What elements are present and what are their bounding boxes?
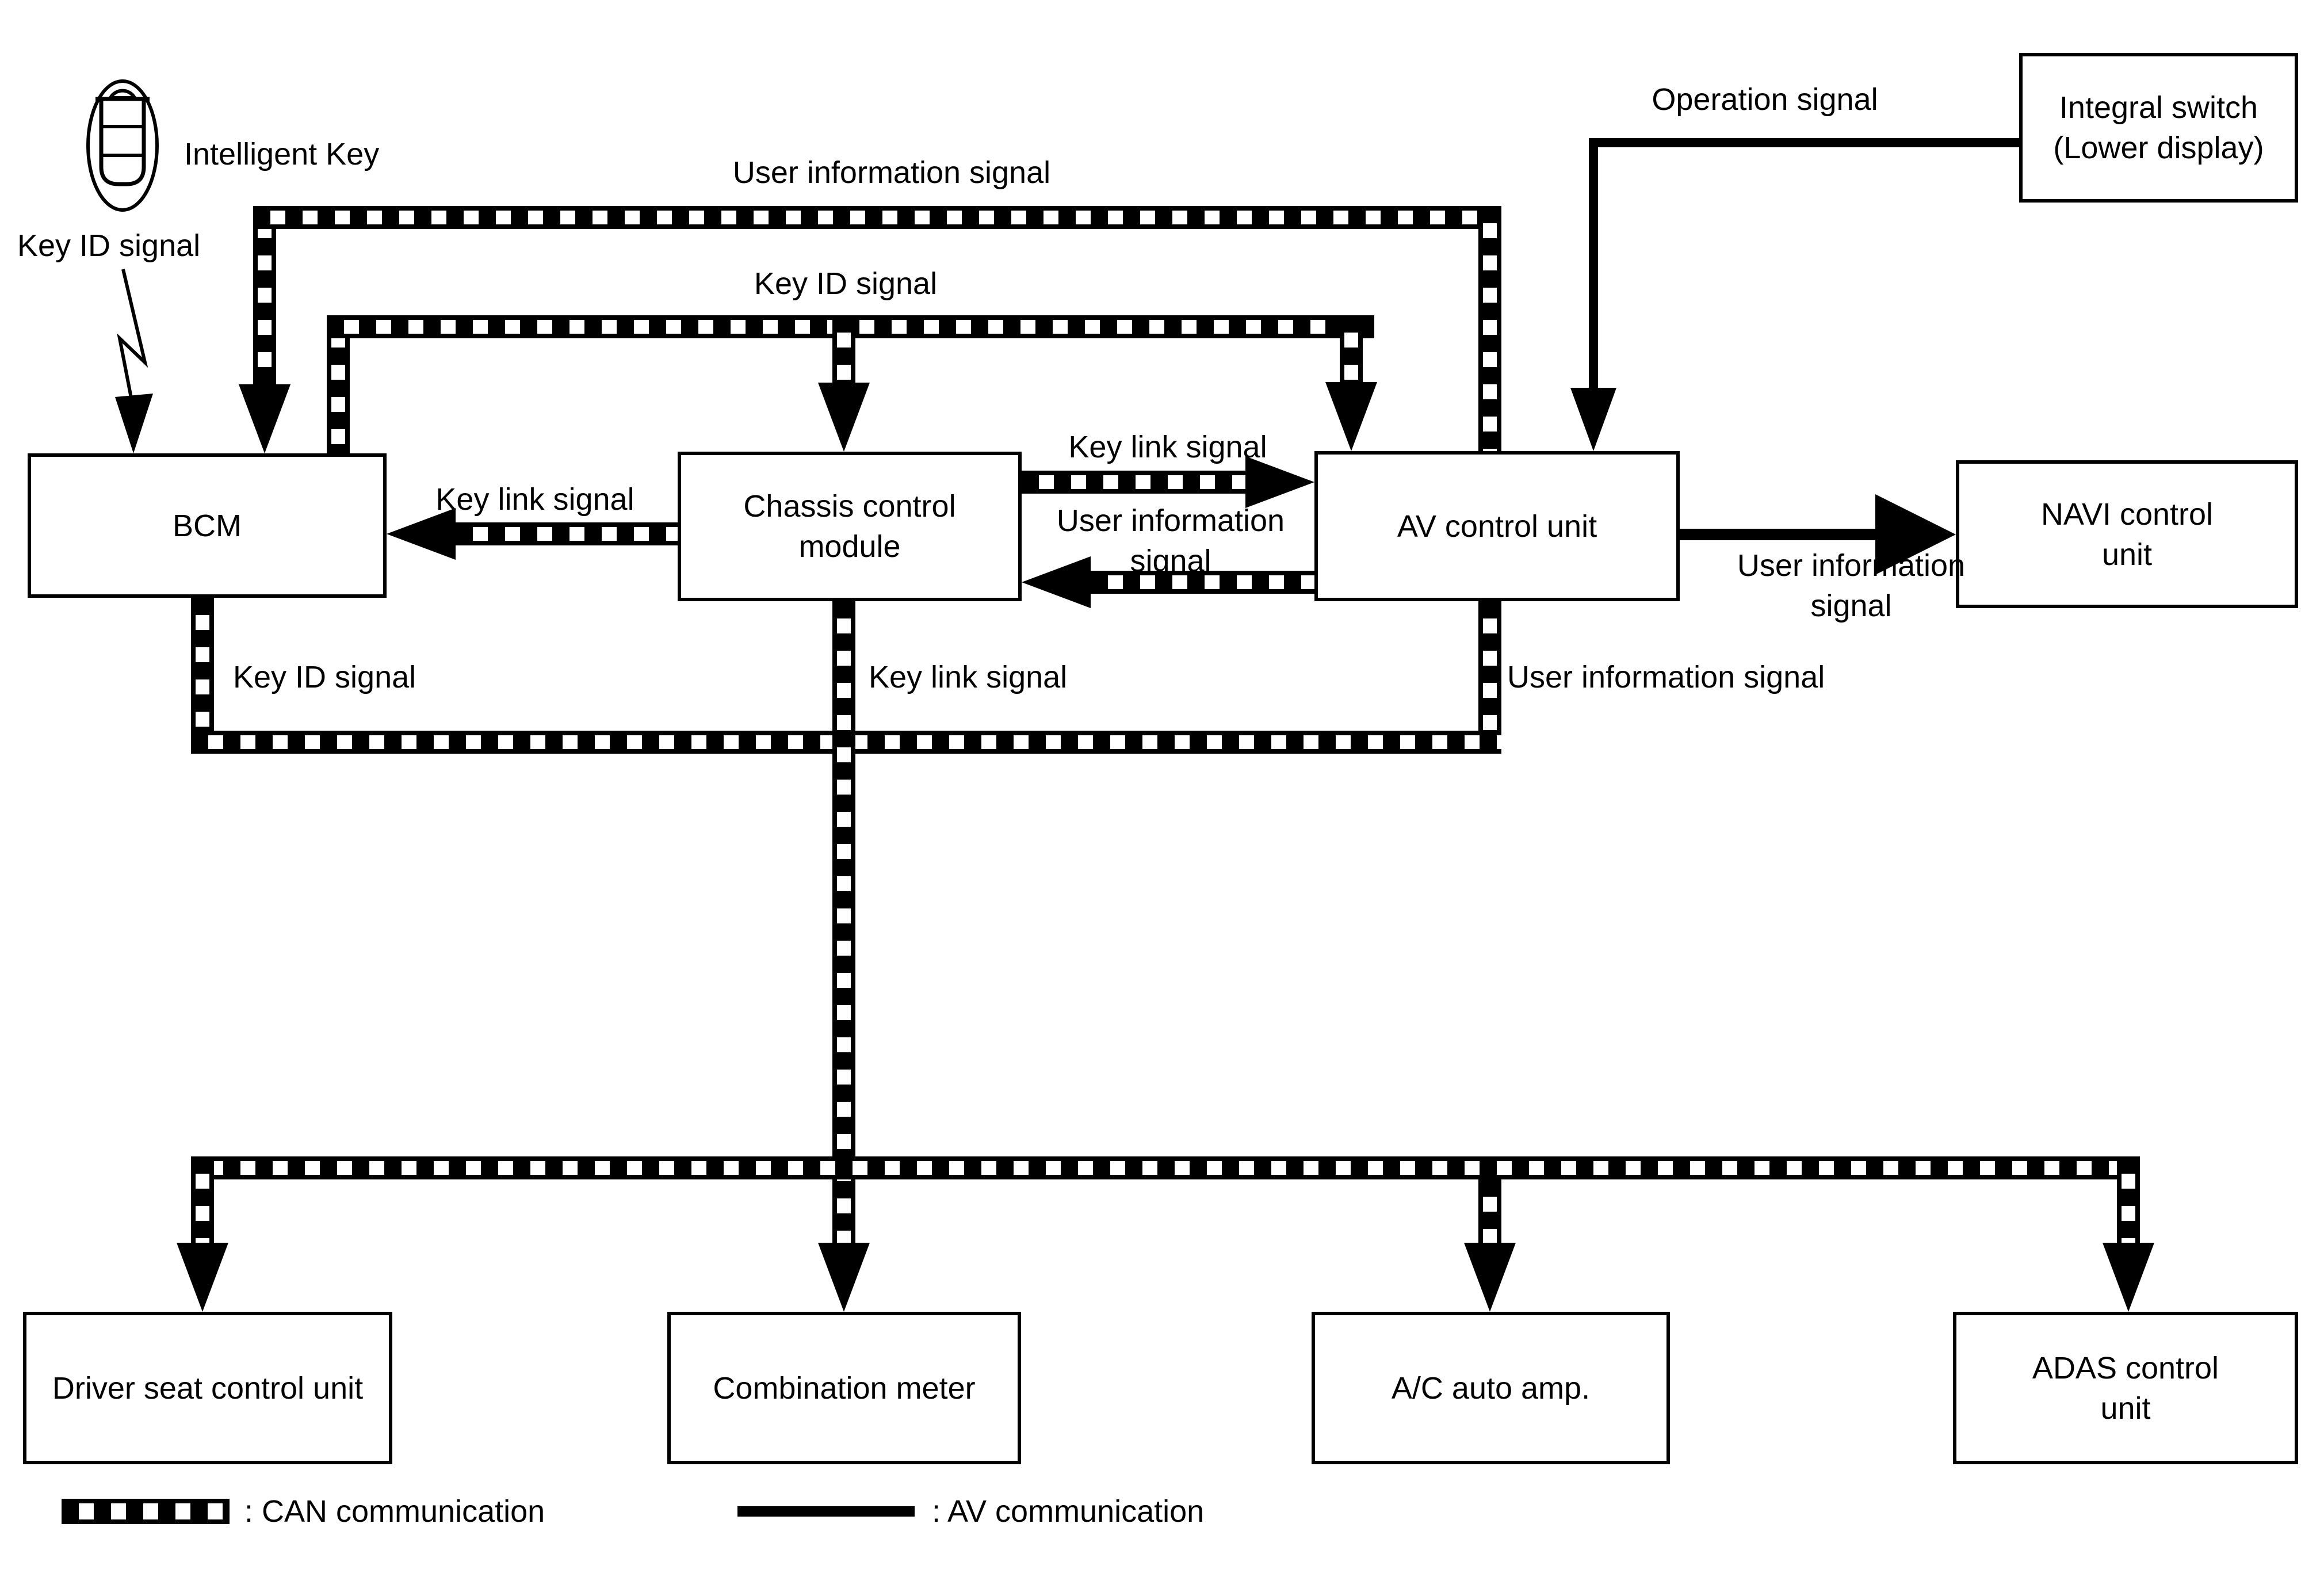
arrowhead-can-into-av-top	[1325, 382, 1377, 451]
node-driver-seat-control-unit: Driver seat control unit	[23, 1312, 392, 1464]
can-line-keyid-left-drop	[327, 315, 350, 453]
av-line-operation-v	[1589, 138, 1598, 388]
can-line-trunk-vertical	[832, 601, 855, 1243]
node-driver-seat-label: Driver seat control unit	[52, 1370, 364, 1406]
arrowhead-can-into-chassis-top	[818, 383, 870, 452]
label-key-link-to-av: Key link signal	[1068, 430, 1267, 464]
node-chassis-control-module: Chassis control module	[678, 452, 1022, 601]
can-line-driver-seat-drop	[191, 1156, 214, 1243]
label-user-information-to-chassis: User information signal	[1056, 503, 1285, 578]
can-line-adas-drop	[2117, 1156, 2140, 1243]
node-bcm: BCM	[28, 453, 387, 598]
can-line-userinfo-top	[253, 206, 1501, 229]
av-line-operation-h	[1589, 138, 2019, 147]
can-line-userinfo-right-drop-upper	[1478, 206, 1501, 451]
arrowhead-can-into-driver-seat	[177, 1243, 228, 1312]
node-integral-label: Integral switch (Lower display)	[2053, 90, 2264, 165]
label-user-information-top: User information signal	[732, 155, 1051, 190]
label-key-id-line: Key ID signal	[754, 266, 938, 301]
label-user-information-bus: User information signal	[1507, 660, 1825, 694]
can-line-keylink-to-bcm	[456, 522, 678, 545]
can-line-keyid-av-drop	[1340, 315, 1363, 382]
arrowhead-can-into-combination-meter	[818, 1243, 870, 1312]
intelligent-key-fob-icon	[86, 79, 159, 212]
arrowhead-can-into-av-left	[1245, 456, 1314, 508]
label-key-id-bus: Key ID signal	[233, 660, 416, 694]
legend-can-label: : CAN communication	[244, 1494, 545, 1529]
legend-can-swatch	[62, 1499, 230, 1524]
av-line-to-navi	[1680, 529, 1875, 540]
label-key-link-bus: Key link signal	[869, 660, 1068, 694]
node-integral-switch: Integral switch (Lower display)	[2019, 53, 2298, 203]
node-chassis-label: Chassis control module	[743, 489, 956, 564]
label-operation-signal: Operation signal	[1652, 82, 1878, 117]
can-line-userinfo-left-drop	[253, 206, 276, 384]
can-line-keyid-chassis-drop	[832, 315, 855, 383]
node-adas-control-unit: ADAS control unit	[1953, 1312, 2298, 1464]
can-bus-lower	[191, 1156, 2140, 1179]
node-adas-label: ADAS control unit	[2032, 1350, 2219, 1426]
arrowhead-av-into-navi	[1875, 494, 1956, 575]
node-ac-auto-amp-label: A/C auto amp.	[1391, 1370, 1591, 1406]
label-user-information-to-navi: User information signal	[1737, 548, 1966, 623]
node-combination-meter: Combination meter	[667, 1312, 1021, 1464]
can-line-ac-drop	[1478, 1179, 1501, 1243]
can-line-keylink-to-av	[1022, 471, 1245, 494]
node-combination-meter-label: Combination meter	[713, 1370, 976, 1406]
can-line-userinfo-to-chassis	[1091, 571, 1314, 594]
node-av-label: AV control unit	[1397, 509, 1597, 544]
legend-av-swatch	[737, 1506, 915, 1517]
node-navi-control-unit: NAVI control unit	[1956, 460, 2298, 608]
arrowhead-can-into-bcm-top	[239, 384, 290, 453]
arrowhead-can-into-adas	[2103, 1243, 2154, 1312]
label-intelligent-key: Intelligent Key	[184, 137, 380, 171]
node-av-control-unit: AV control unit	[1314, 451, 1680, 601]
lightning-arrow-icon	[115, 269, 153, 453]
node-ac-auto-amp: A/C auto amp.	[1312, 1312, 1670, 1464]
can-line-bcm-bottom-drop	[191, 598, 214, 754]
label-key-id-wireless: Key ID signal	[17, 228, 201, 263]
legend-av-label: : AV communication	[932, 1494, 1205, 1529]
label-key-link-to-bcm: Key link signal	[435, 482, 634, 517]
node-bcm-label: BCM	[173, 508, 242, 543]
arrowhead-av-into-av-top	[1570, 388, 1616, 451]
node-navi-label: NAVI control unit	[2040, 497, 2214, 572]
arrowhead-can-into-chassis-right	[1022, 556, 1091, 608]
arrowhead-can-into-ac	[1464, 1243, 1516, 1312]
can-line-userinfo-right-drop-lower	[1478, 601, 1501, 754]
arrowhead-can-into-bcm-right	[387, 508, 456, 560]
